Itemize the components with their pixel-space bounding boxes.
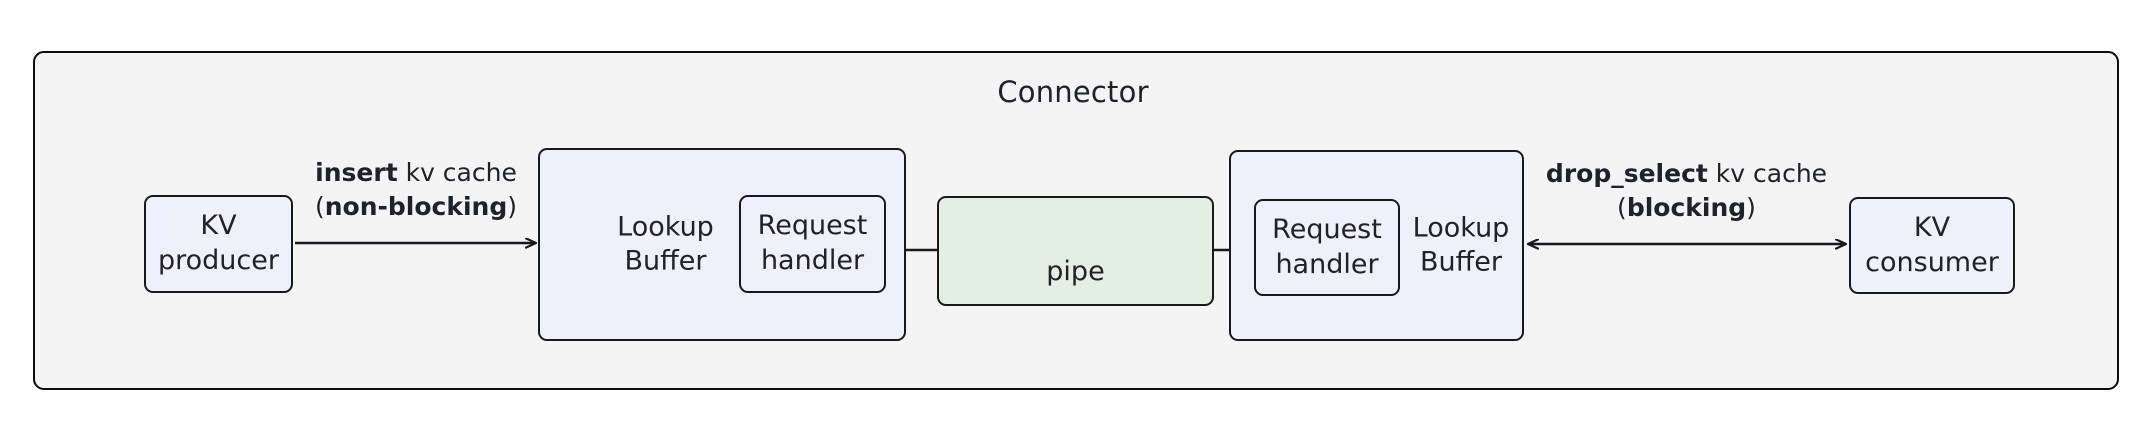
lookup-buffer-right-node[interactable]: Request handler Lookup Buffer <box>1229 150 1524 341</box>
request-handler-left-node[interactable]: Request handler <box>739 195 886 293</box>
lookup-buffer-left-label: Lookup Buffer <box>617 210 714 277</box>
edge-label-drop-select-line1: drop_select kv cache <box>1545 159 1828 188</box>
request-handler-left-label: Request handler <box>757 210 868 276</box>
request-handler-right-node[interactable]: Request handler <box>1254 199 1400 296</box>
lookup-buffer-left-node[interactable]: Lookup Buffer Request handler <box>538 148 906 341</box>
kv-consumer-node[interactable]: KV consumer <box>1849 197 2015 294</box>
kv-consumer-label: KV consumer <box>1865 211 1999 278</box>
edge-label-drop-select: drop_select kv cache (blocking) <box>1524 157 1849 225</box>
pipe-label: pipe <box>1046 256 1105 288</box>
request-handler-right-label: Request handler <box>1272 213 1382 280</box>
edge-label-insert-line2: (non-blocking) <box>314 191 518 221</box>
pipe-node[interactable]: pipe <box>937 196 1214 306</box>
edge-label-insert-line1: insert kv cache <box>315 158 517 187</box>
lookup-buffer-right-label: Lookup Buffer <box>1412 211 1510 278</box>
connector-title: Connector <box>997 75 1149 109</box>
edge-label-drop-select-line2: (blocking) <box>1617 192 1756 222</box>
edge-label-insert: insert kv cache (non-blocking) <box>293 156 539 224</box>
kv-producer-node[interactable]: KV producer <box>144 195 293 293</box>
kv-producer-label: KV producer <box>158 210 279 276</box>
